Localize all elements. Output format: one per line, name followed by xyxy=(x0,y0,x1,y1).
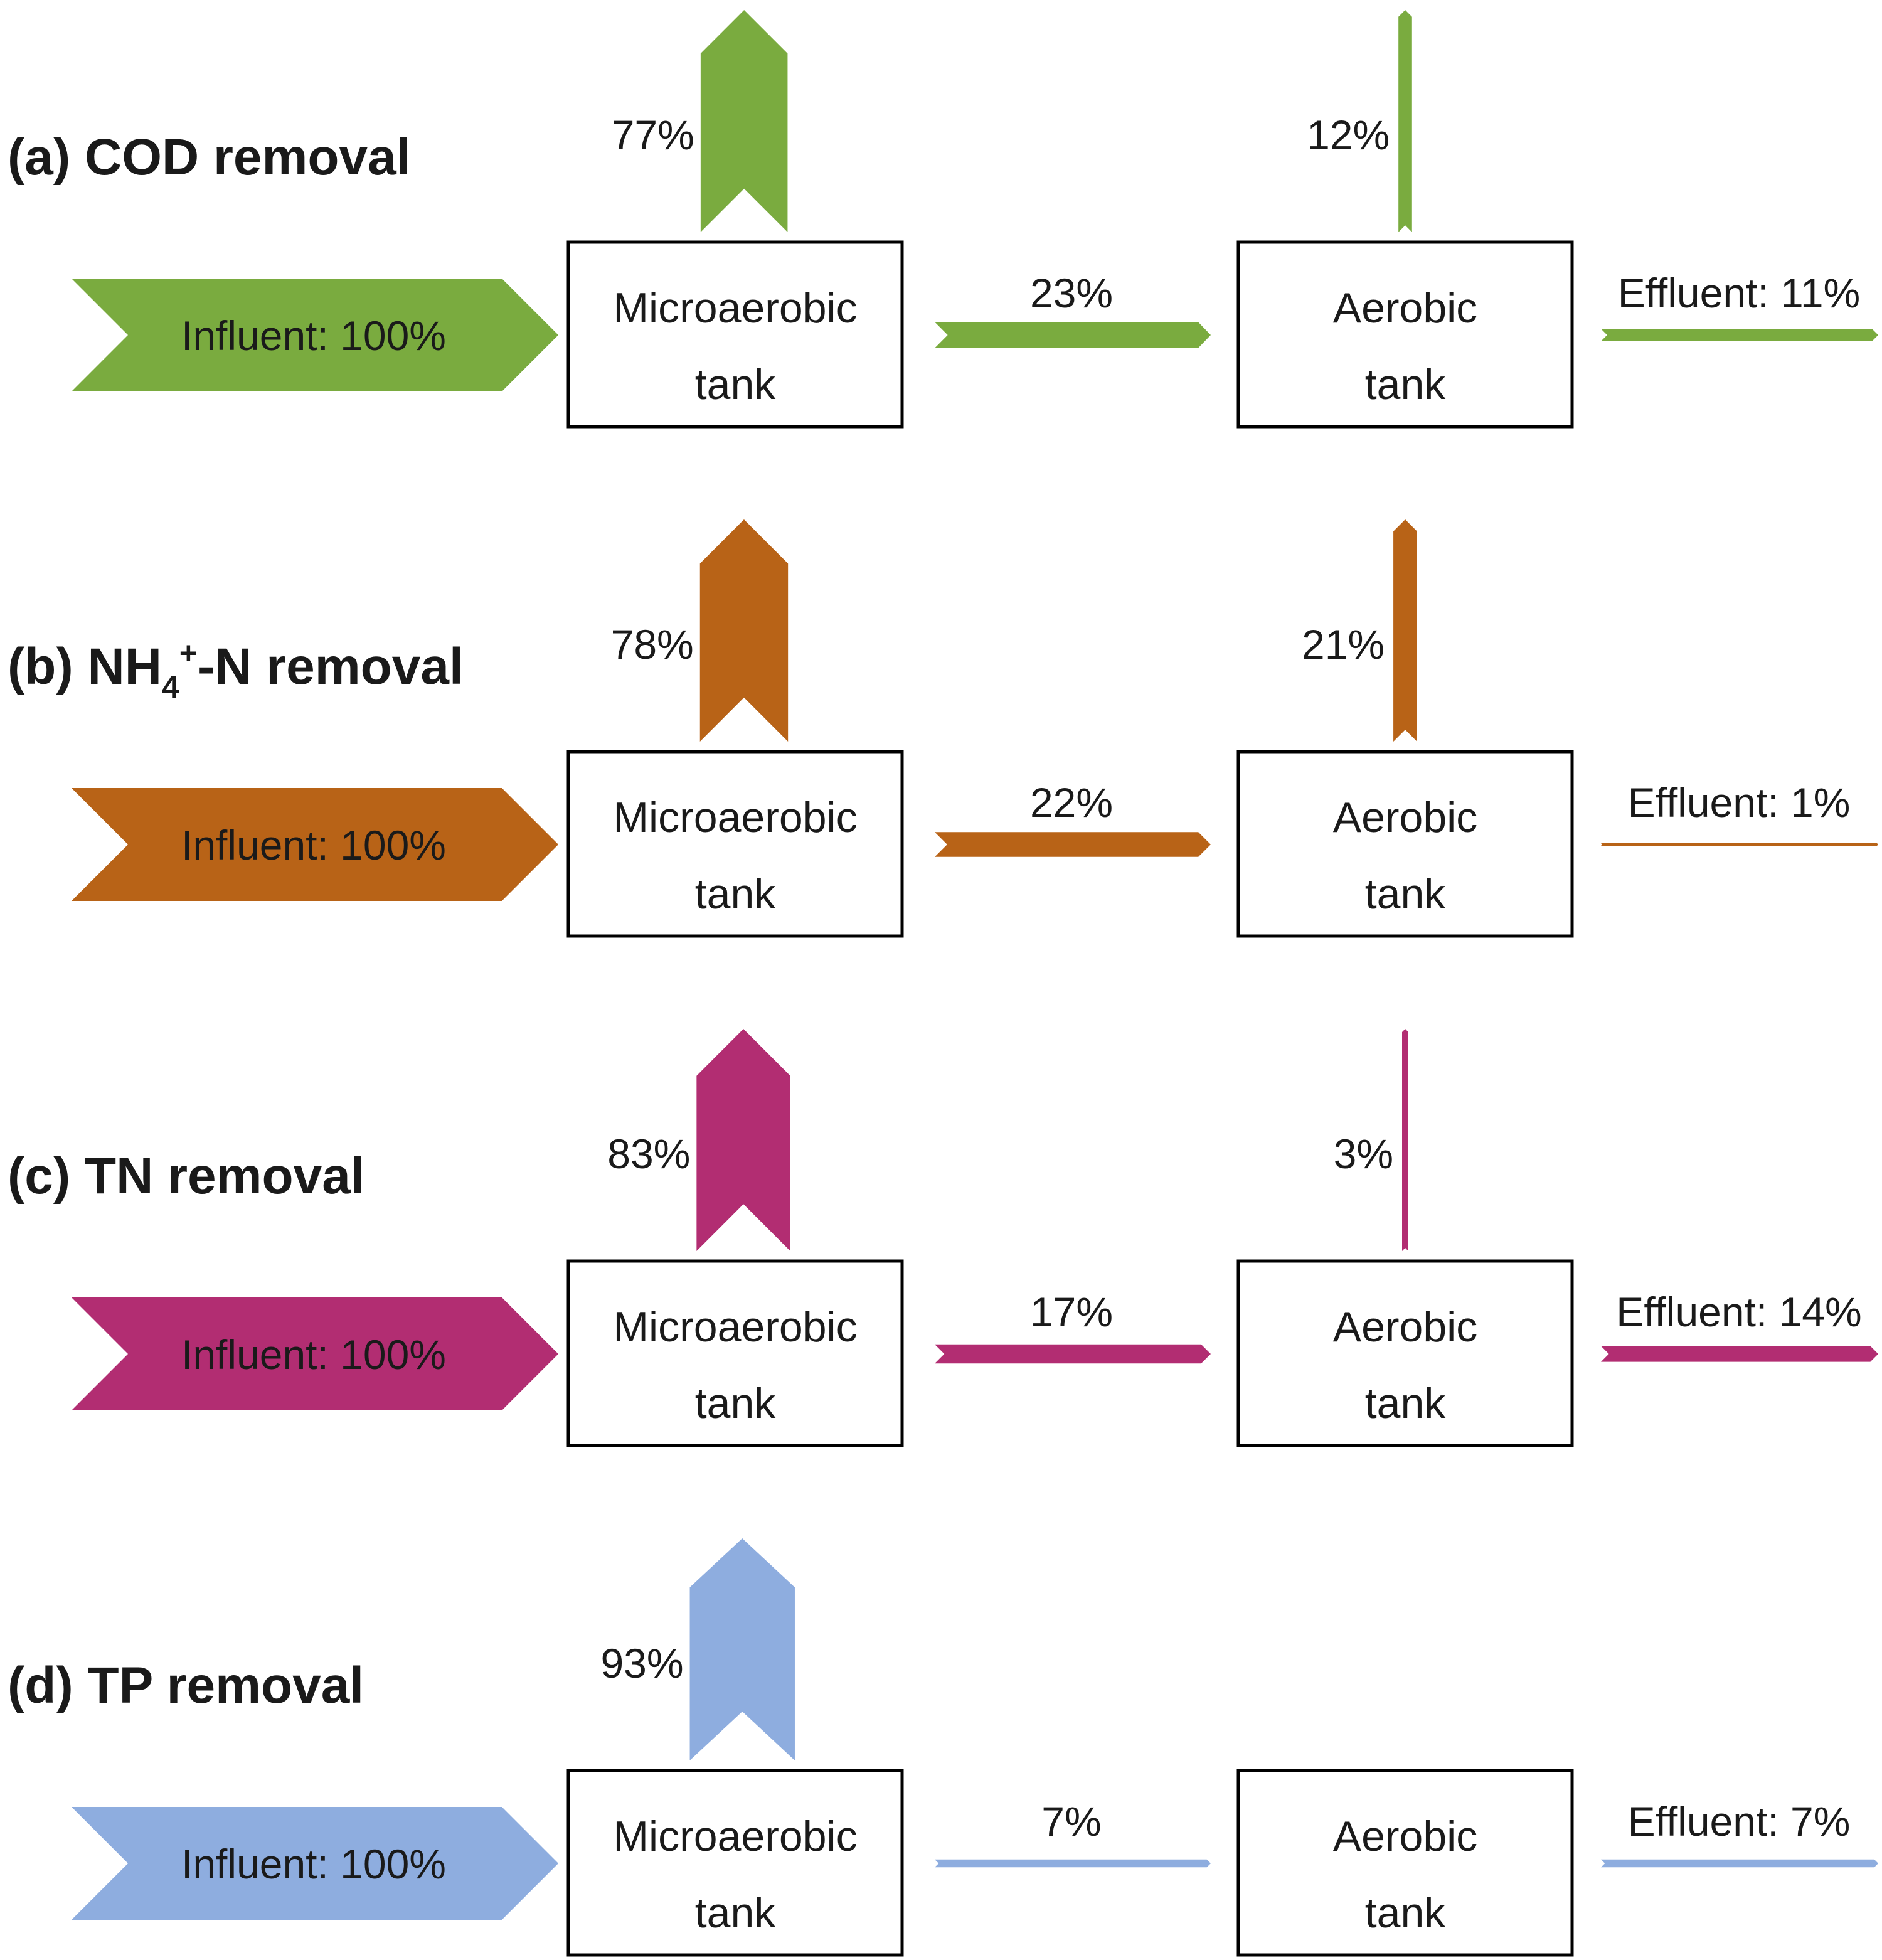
aerobic-removal-arrow xyxy=(1398,10,1412,232)
microaerobic-removal-label: 77% xyxy=(612,112,694,158)
transfer-label: 23% xyxy=(1030,270,1113,316)
aerobic-tank-box xyxy=(1236,1769,1574,1957)
microaerobic-tank-label-line2: tank xyxy=(695,1889,777,1937)
influent-arrow xyxy=(72,1807,558,1920)
aerobic-tank-label: Aerobic xyxy=(1333,284,1478,332)
aerobic-tank-label-line2: tank xyxy=(1365,1889,1447,1937)
microaerobic-tank-label: Microaerobic xyxy=(613,794,857,841)
aerobic-tank-box xyxy=(1236,240,1574,429)
aerobic-removal-arrow xyxy=(1402,1029,1408,1251)
microaerobic-tank-label: Microaerobic xyxy=(613,1813,857,1860)
influent-label: Influent: 100% xyxy=(181,1841,446,1887)
aerobic-removal-label: 12% xyxy=(1307,112,1390,158)
aerobic-tank-box xyxy=(1236,750,1574,938)
effluent-arrow xyxy=(1601,329,1878,341)
aerobic-tank-label-line2: tank xyxy=(1365,361,1447,408)
influent-arrow xyxy=(72,788,558,901)
microaerobic-removal-arrow xyxy=(689,1538,795,1760)
aerobic-removal-label: 3% xyxy=(1334,1131,1393,1177)
microaerobic-removal-arrow xyxy=(700,10,788,232)
influent-arrow xyxy=(72,279,558,391)
transfer-arrow xyxy=(935,1344,1211,1364)
microaerobic-removal-arrow xyxy=(699,519,789,742)
microaerobic-removal-label: 83% xyxy=(607,1131,690,1177)
panel-title-subscript: 4 xyxy=(162,669,179,705)
panel-title-suffix: -N removal xyxy=(198,638,464,695)
transfer-label: 7% xyxy=(1041,1798,1101,1845)
aerobic-tank-box xyxy=(1236,1259,1574,1447)
microaerobic-tank-box xyxy=(566,1259,904,1447)
microaerobic-removal-arrow xyxy=(696,1029,790,1251)
panel-title: (c) TN removal xyxy=(8,1148,365,1205)
transfer-arrow xyxy=(935,1859,1211,1868)
influent-label: Influent: 100% xyxy=(181,822,446,868)
effluent-arrow xyxy=(1601,843,1878,846)
panel-title-superscript: + xyxy=(179,636,198,671)
panel-title-text: (d) TP removal xyxy=(8,1657,364,1714)
panel-title: (b) NH4+-N removal xyxy=(8,636,464,705)
microaerobic-tank-label-line2: tank xyxy=(695,870,777,918)
microaerobic-tank-label-line2: tank xyxy=(695,361,777,408)
transfer-arrow xyxy=(935,322,1211,348)
effluent-label: Effluent: 11% xyxy=(1618,270,1861,316)
aerobic-removal-arrow xyxy=(1393,519,1417,742)
effluent-label: Effluent: 14% xyxy=(1616,1289,1861,1335)
effluent-label: Effluent: 7% xyxy=(1628,1798,1851,1845)
aerobic-tank-label-line2: tank xyxy=(1365,1380,1447,1427)
aerobic-removal-label: 21% xyxy=(1302,621,1385,668)
panel-title-text: (b) NH xyxy=(8,638,162,695)
microaerobic-tank-label: Microaerobic xyxy=(613,284,857,332)
aerobic-tank-label: Aerobic xyxy=(1333,1813,1478,1860)
aerobic-tank-label: Aerobic xyxy=(1333,794,1478,841)
microaerobic-tank-box xyxy=(566,750,904,938)
panel-title-text: (c) TN removal xyxy=(8,1148,365,1205)
microaerobic-tank-label-line2: tank xyxy=(695,1380,777,1427)
panel-title-text: (a) COD removal xyxy=(8,129,411,186)
microaerobic-tank-box xyxy=(566,1769,904,1957)
panel-title: (a) COD removal xyxy=(8,129,411,186)
transfer-label: 17% xyxy=(1030,1289,1113,1335)
transfer-label: 22% xyxy=(1030,779,1113,826)
effluent-arrow xyxy=(1601,1346,1878,1362)
influent-label: Influent: 100% xyxy=(181,312,446,359)
aerobic-tank-label: Aerobic xyxy=(1333,1303,1478,1351)
effluent-arrow xyxy=(1601,1859,1878,1868)
influent-arrow xyxy=(72,1297,558,1410)
microaerobic-tank-box xyxy=(566,240,904,429)
microaerobic-tank-label: Microaerobic xyxy=(613,1303,857,1351)
panel-title: (d) TP removal xyxy=(8,1657,364,1714)
effluent-label: Effluent: 1% xyxy=(1628,779,1851,826)
microaerobic-removal-label: 93% xyxy=(600,1640,683,1686)
transfer-arrow xyxy=(935,832,1211,857)
aerobic-tank-label-line2: tank xyxy=(1365,870,1447,918)
influent-label: Influent: 100% xyxy=(181,1331,446,1378)
microaerobic-removal-label: 78% xyxy=(611,621,694,668)
